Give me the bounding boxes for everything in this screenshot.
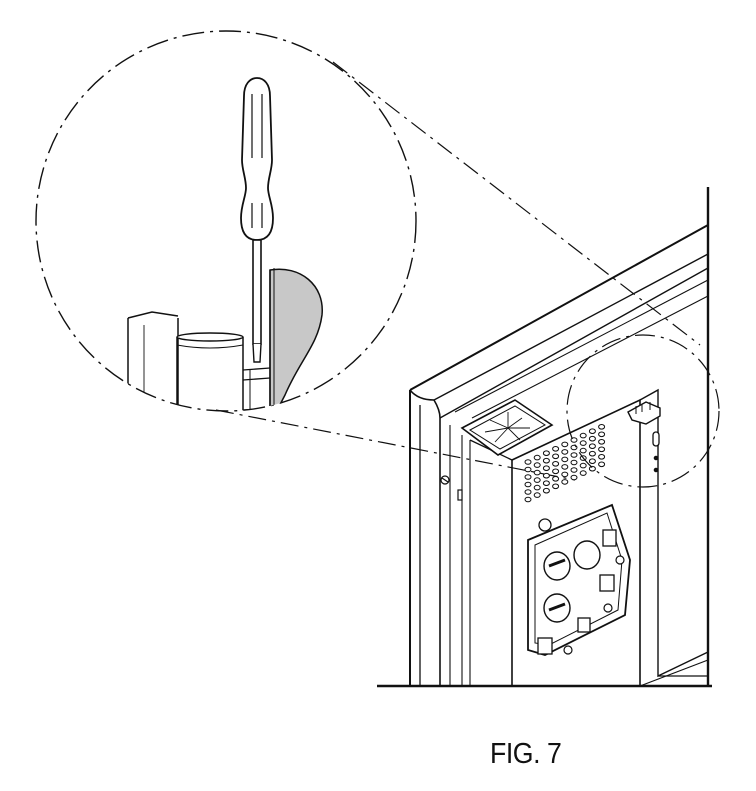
detail-callout bbox=[35, 30, 417, 412]
mounting-bracket bbox=[527, 503, 631, 656]
vent-hole bbox=[524, 496, 532, 503]
vent-hole bbox=[533, 469, 541, 476]
vent-hole bbox=[552, 483, 560, 490]
vent-hole bbox=[598, 446, 606, 453]
detail-target-circle bbox=[566, 334, 720, 488]
vent-hole bbox=[598, 461, 606, 468]
figure-caption: FIG. 7 bbox=[490, 738, 562, 770]
vent-hole bbox=[588, 428, 596, 435]
vent-hole bbox=[588, 435, 596, 442]
vent-hole bbox=[533, 454, 541, 461]
vent-hole bbox=[561, 479, 569, 485]
leader-lines bbox=[215, 61, 701, 481]
vent-hole bbox=[552, 461, 560, 467]
vent-hole bbox=[579, 432, 587, 439]
vent-hole bbox=[552, 446, 560, 452]
vent-hole bbox=[570, 452, 578, 458]
frame-screws bbox=[440, 475, 463, 501]
detail-contents bbox=[127, 268, 323, 411]
vent-hole bbox=[542, 480, 550, 487]
vent-hole bbox=[542, 472, 550, 479]
vent-hole bbox=[524, 489, 532, 495]
vent-hole bbox=[561, 471, 569, 478]
vent-hole bbox=[598, 454, 606, 460]
vent-hole bbox=[542, 465, 550, 472]
vent-hole bbox=[588, 465, 596, 472]
screwdriver-icon bbox=[240, 77, 274, 363]
vent-hole bbox=[561, 456, 569, 463]
latch-bracket bbox=[242, 367, 271, 411]
vent-hole bbox=[524, 466, 532, 473]
vent-hole bbox=[533, 492, 541, 498]
vent-hole bbox=[570, 467, 578, 473]
panel-curve-shaded bbox=[269, 268, 323, 411]
vent-hole bbox=[570, 474, 578, 481]
vent-hole bbox=[598, 431, 606, 438]
vent-hole bbox=[533, 484, 541, 491]
vent-hole bbox=[552, 468, 560, 475]
vent-hole bbox=[561, 464, 569, 470]
vent-hole bbox=[579, 470, 587, 476]
vent-hole bbox=[524, 481, 532, 488]
vent-hole bbox=[570, 459, 578, 466]
vent-hole bbox=[579, 462, 587, 469]
vent-hole bbox=[552, 476, 560, 482]
ventilation-holes bbox=[524, 424, 606, 503]
vent-hole bbox=[561, 441, 569, 448]
vent-hole bbox=[533, 462, 541, 468]
vent-hole bbox=[579, 440, 587, 446]
middle-cylinder bbox=[176, 332, 244, 411]
vent-hole bbox=[598, 439, 606, 445]
vent-hole bbox=[570, 437, 578, 443]
side-latch bbox=[627, 401, 661, 473]
vent-hole bbox=[533, 477, 541, 483]
vent-hole bbox=[588, 450, 596, 457]
vent-hole bbox=[552, 453, 560, 460]
vent-hole bbox=[598, 424, 606, 430]
vent-hole bbox=[579, 447, 587, 454]
top-recess bbox=[460, 399, 554, 456]
vent-hole bbox=[524, 459, 532, 465]
vent-hole bbox=[561, 449, 569, 455]
vent-hole bbox=[542, 487, 550, 494]
vent-hole bbox=[588, 443, 596, 450]
left-pillar bbox=[127, 311, 179, 411]
vent-hole bbox=[542, 450, 550, 457]
vent-hole bbox=[588, 458, 596, 465]
vent-hole bbox=[524, 474, 532, 480]
vent-hole bbox=[542, 457, 550, 464]
detail-circle-outline bbox=[35, 30, 417, 412]
